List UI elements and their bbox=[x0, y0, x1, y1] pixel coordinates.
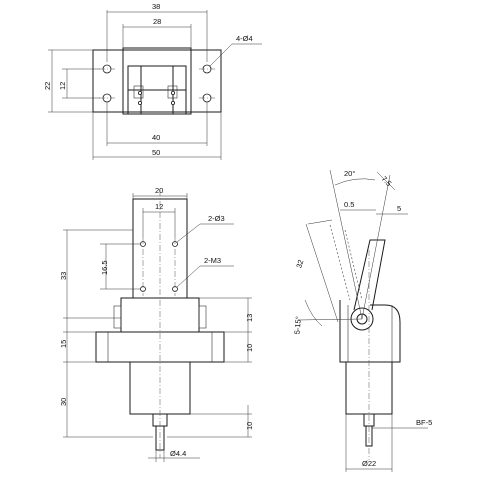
side-lever bbox=[353, 239, 386, 311]
callout-bf-5: BF-5 bbox=[416, 418, 432, 427]
dim-28: 28 bbox=[153, 17, 161, 26]
top-raised-block bbox=[122, 47, 192, 115]
dim-5: 5 bbox=[397, 204, 401, 213]
dim-33: 33 bbox=[59, 272, 68, 280]
dim-dia-4-4: Ø4.4 bbox=[170, 449, 186, 458]
dim-16-5: 16.5 bbox=[100, 260, 109, 275]
angle-5-15: 5-15° bbox=[292, 316, 303, 335]
dim-40: 40 bbox=[152, 133, 160, 142]
dim-20: 20 bbox=[155, 186, 163, 195]
dim-10-shaft: 10 bbox=[245, 422, 254, 430]
side-view: 20° 7.5 0.5 5 32 5-15° BF-5 Ø22 bbox=[292, 169, 432, 472]
dim-10-flange: 10 bbox=[245, 344, 254, 352]
dim-32: 32 bbox=[294, 259, 305, 270]
top-view: 38 28 22 12 40 50 4-Ø4 bbox=[43, 2, 262, 160]
callout-4-dia4: 4-Ø4 bbox=[236, 34, 253, 43]
callout-2-dia3: 2-Ø3 bbox=[208, 214, 225, 223]
dim-dia-22: Ø22 bbox=[362, 459, 376, 468]
side-pivot-housing bbox=[339, 300, 401, 363]
front-view: 20 12 16.5 33 15 30 13 10 bbox=[59, 186, 254, 462]
dim-22: 22 bbox=[43, 82, 52, 90]
dim-13: 13 bbox=[245, 314, 254, 322]
dim-38: 38 bbox=[152, 2, 160, 11]
dim-0-5: 0.5 bbox=[344, 200, 354, 209]
dim-12-top: 12 bbox=[58, 82, 67, 90]
angle-20: 20° bbox=[344, 169, 355, 178]
dim-50: 50 bbox=[152, 148, 160, 157]
dim-30: 30 bbox=[59, 398, 68, 406]
dim-12-front: 12 bbox=[155, 202, 163, 211]
top-base-plate bbox=[92, 49, 222, 113]
callout-2-m3: 2-M3 bbox=[204, 256, 221, 265]
dim-15: 15 bbox=[59, 340, 68, 348]
